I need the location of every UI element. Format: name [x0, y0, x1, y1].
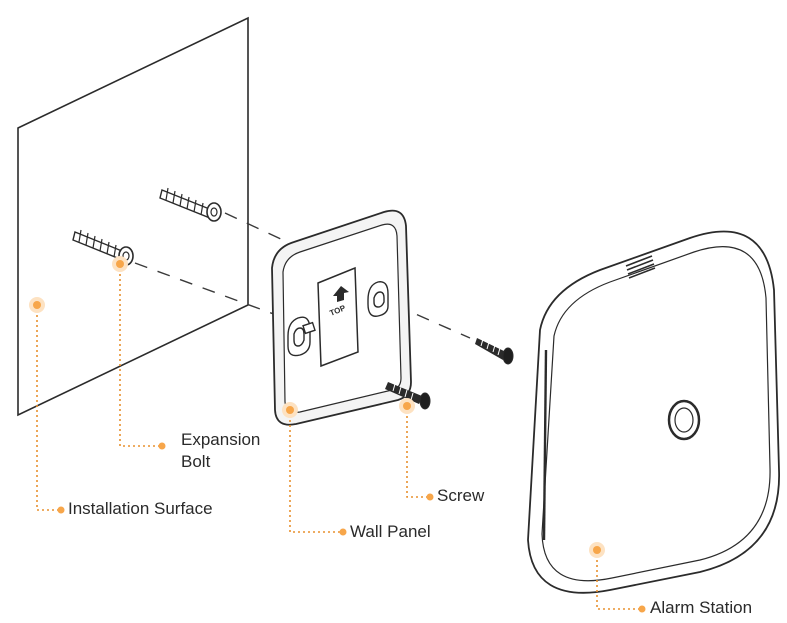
alarm-station	[527, 230, 780, 594]
wall-panel-slot-left	[287, 316, 316, 357]
alarm-station-vent	[625, 255, 656, 279]
label-wall-panel: Wall Panel	[350, 522, 431, 541]
wall-panel-slot-right	[367, 281, 389, 317]
label-installation-surface: Installation Surface	[68, 499, 213, 518]
hotspot-alarm-station	[589, 542, 605, 558]
wall-panel-top-label: TOP	[317, 266, 359, 368]
hotspot-wall-panel	[282, 402, 298, 418]
screw-lower	[385, 382, 431, 410]
hotspot-installation-surface	[29, 297, 45, 313]
label-dots	[57, 442, 646, 613]
callout-leaders	[36, 264, 640, 610]
label-screw: Screw	[437, 486, 485, 505]
label-expansion-bolt-line2: Bolt	[181, 452, 211, 471]
screw-right	[475, 338, 514, 365]
alarm-station-button	[667, 399, 701, 441]
label-expansion-bolt-line1: Expansion	[181, 430, 261, 449]
expansion-bolt-upper	[159, 187, 222, 222]
label-alarm-station: Alarm Station	[650, 598, 753, 617]
hotspot-screw	[399, 398, 415, 414]
hotspot-expansion-bolt	[112, 256, 128, 272]
wall-panel: TOP	[271, 209, 412, 426]
